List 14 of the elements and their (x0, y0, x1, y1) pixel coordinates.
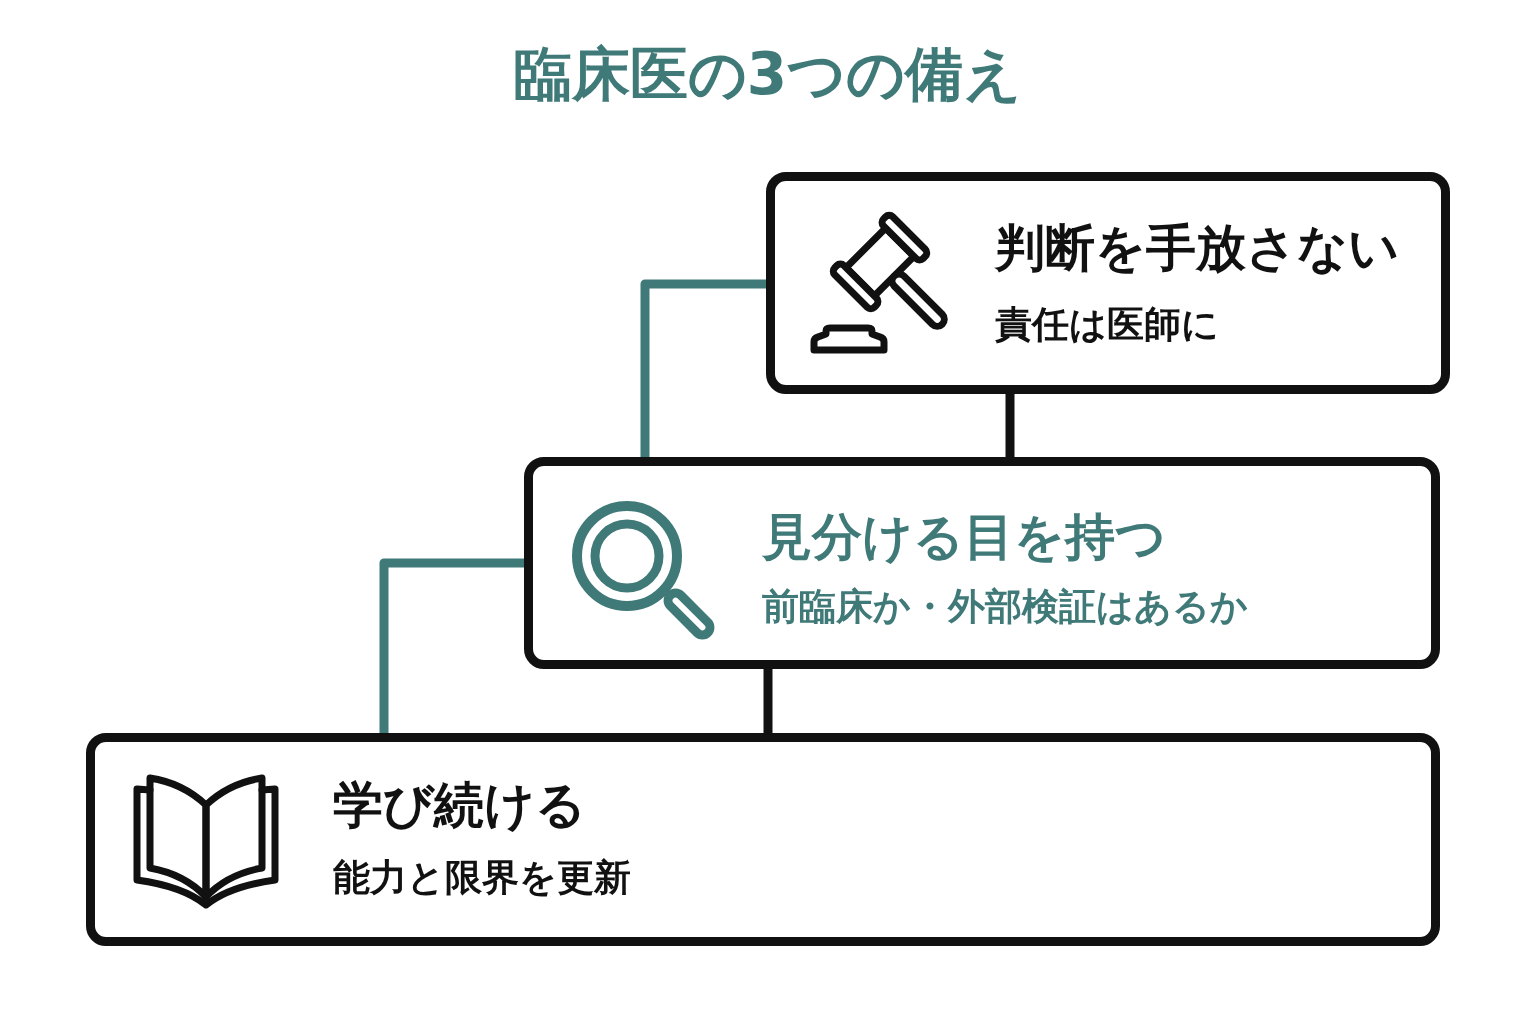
heading: 学び続ける (333, 775, 586, 835)
step-box (766, 172, 1450, 394)
heading: 見分ける目を持つ (762, 507, 1166, 567)
step-box (86, 733, 1440, 946)
connector-line (379, 558, 524, 733)
connector-line (640, 279, 766, 457)
step-box (524, 457, 1440, 669)
subtitle: 責任は医師に (995, 302, 1219, 348)
title: 臨床医の3つの備え (512, 40, 1024, 110)
connector-line (1005, 394, 1015, 457)
connector-line (763, 669, 773, 733)
subtitle: 前臨床か・外部検証はあるか (762, 584, 1248, 630)
heading: 判断を手放さない (995, 218, 1399, 278)
subtitle: 能力と限界を更新 (333, 855, 631, 901)
